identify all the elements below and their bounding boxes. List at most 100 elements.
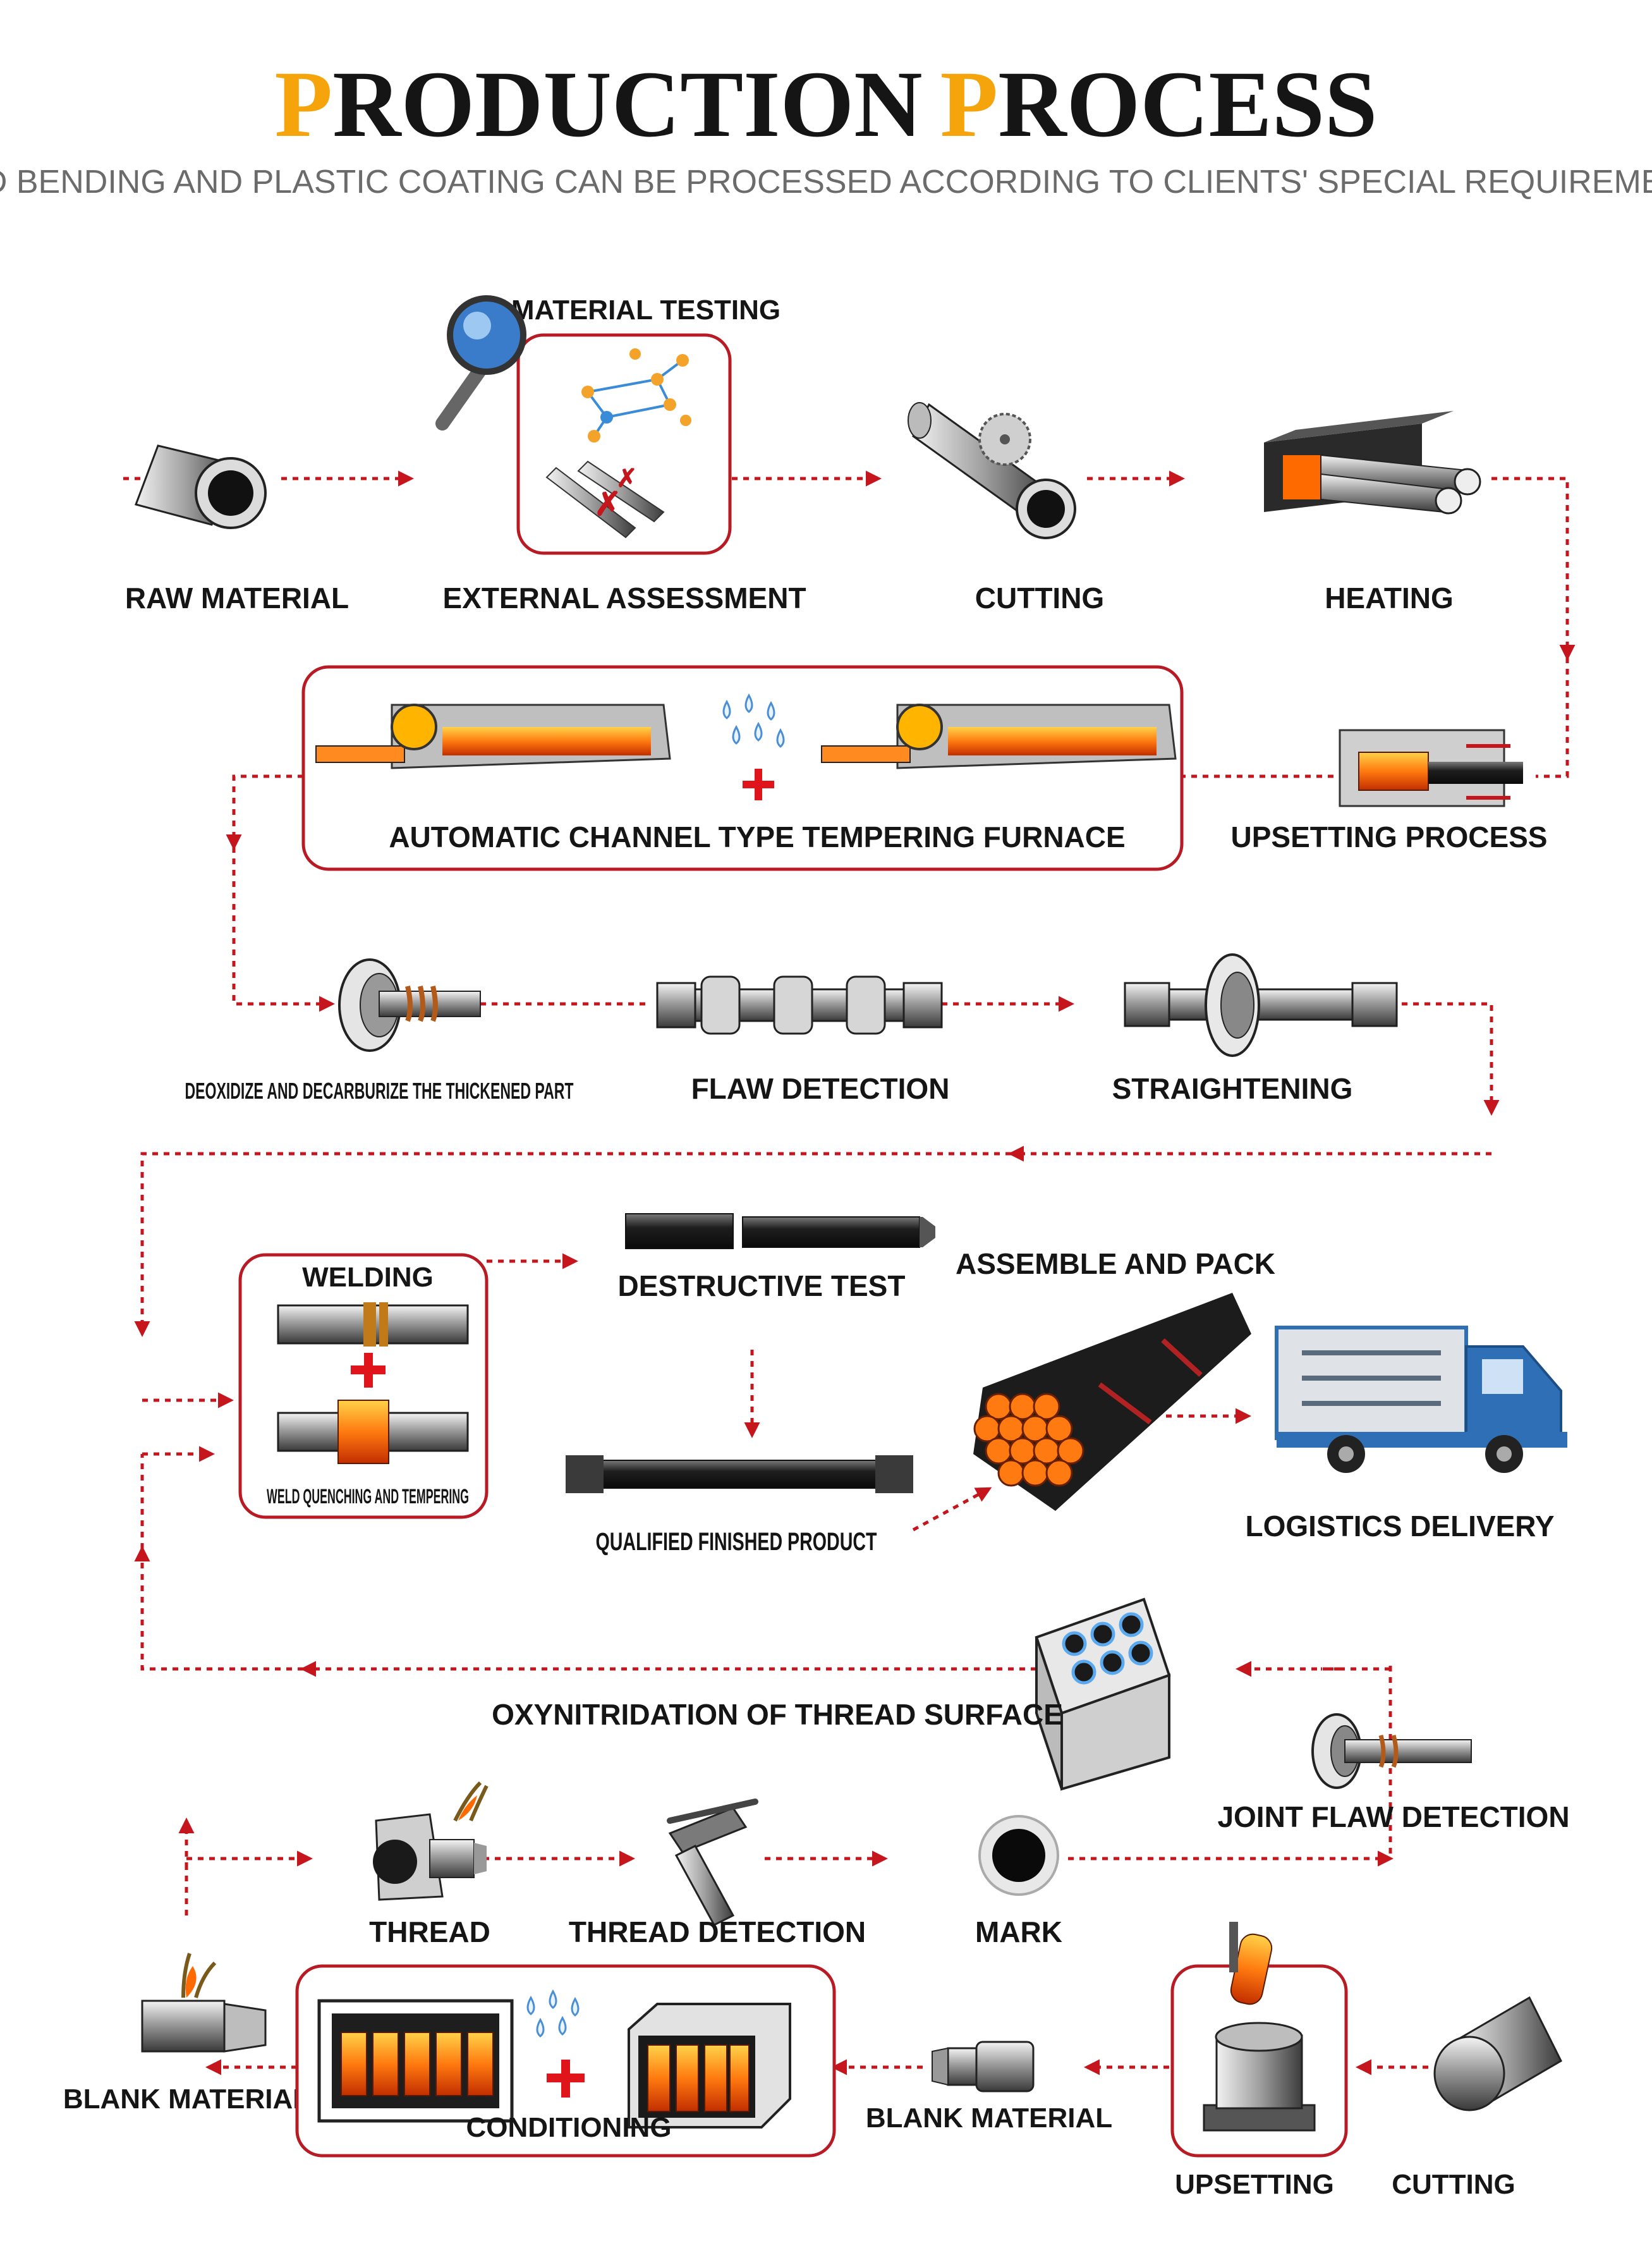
welding-box xyxy=(238,1253,489,1519)
blank-icon xyxy=(141,1953,267,2053)
step-label: STRAIGHTENING xyxy=(1112,1072,1353,1105)
step-conditioning: CONDITIONING xyxy=(295,1964,836,2158)
step-label: RAW MATERIAL xyxy=(125,582,349,614)
step-label: EXTERNAL ASSESSMENT xyxy=(442,582,806,614)
nitriding-tank-icon xyxy=(1035,1597,1171,1791)
step-external-assessment: MATERIAL TESTING ✗ ✗ EXTERNAL ASSESSMENT xyxy=(435,295,806,614)
step-thread: THREAD xyxy=(369,1781,490,1948)
step-label: AUTOMATIC CHANNEL TYPE TEMPERING FURNACE xyxy=(389,821,1125,853)
weld-joint-icon xyxy=(277,1400,469,1464)
plus-icon xyxy=(351,1353,386,1388)
title-word-1: RODUCTION xyxy=(332,52,922,157)
step-cutting-top: CUTTING xyxy=(908,402,1104,614)
flow-arrow xyxy=(912,1487,992,1532)
title-word-2: ROCESS xyxy=(998,52,1377,157)
drill-pipe-icon xyxy=(566,1455,913,1493)
cut-bar-icon: ✗ ✗ xyxy=(545,460,665,539)
flow-arrow xyxy=(185,1850,313,1915)
step-label: UPSETTING PROCESS xyxy=(1231,821,1548,853)
step-joint-flaw-detection: JOINT FLAW DETECTION xyxy=(1217,1713,1570,1833)
step-blank-material-left: BLANK MATERIAL xyxy=(63,1953,310,2115)
pipe-icon xyxy=(135,444,267,529)
quench-tank-icon xyxy=(628,2003,791,2129)
thread-cutter-icon xyxy=(373,1781,489,1901)
truck-icon xyxy=(1275,1326,1567,1473)
step-deoxidize: DEOXIDIZE AND DECARBURIZE THE THICKENED … xyxy=(185,958,574,1104)
step-label: BLANK MATERIAL xyxy=(866,2103,1112,2134)
flow-arrow xyxy=(232,847,335,1012)
title-initial-1: P xyxy=(275,52,333,157)
flow-arrow xyxy=(134,1152,1011,1337)
step-raw-material: RAW MATERIAL xyxy=(125,444,349,614)
step-welding: WELDING WELD QUENCHING AND TEMPERING xyxy=(238,1253,489,1519)
flow-line xyxy=(1536,657,1569,778)
plus-icon xyxy=(547,2060,585,2098)
step-upsetting-process: UPSETTING PROCESS xyxy=(1231,729,1548,853)
round-bar-icon xyxy=(1433,1996,1562,2111)
step-label: CUTTING xyxy=(1392,2169,1515,2200)
flow-arrow xyxy=(1390,1002,1500,1116)
svg-text:✗: ✗ xyxy=(594,486,622,523)
forge-press-icon xyxy=(1203,1922,1316,2132)
tempering-furnace-icon xyxy=(315,704,671,769)
step-label: THREAD DETECTION xyxy=(569,1915,866,1948)
induction-coil-icon xyxy=(338,958,481,1052)
title-initial-2: P xyxy=(940,52,999,157)
straightener-icon xyxy=(1124,953,1398,1057)
step-label: MATERIAL TESTING xyxy=(511,295,780,326)
flow-arrow xyxy=(226,774,303,850)
step-blank-material-mid: BLANK MATERIAL xyxy=(866,2041,1112,2134)
step-label: WELD QUENCHING AND TEMPERING xyxy=(267,1485,469,1508)
step-label: QUALIFIED FINISHED PRODUCT xyxy=(596,1528,877,1556)
flaw-detector-icon xyxy=(1311,1713,1472,1789)
heating-furnace-icon xyxy=(1264,411,1481,515)
step-label: FLAW DETECTION xyxy=(691,1072,950,1105)
step-upsetting: UPSETTING xyxy=(1170,1922,1348,2200)
drill-pipe-icon xyxy=(625,1213,935,1249)
water-drops-icon xyxy=(526,1989,580,2037)
step-label: THREAD xyxy=(369,1915,490,1948)
flow-arrow xyxy=(1491,477,1576,661)
thread-gauge-icon xyxy=(667,1799,758,1926)
heating-furnace-icon xyxy=(317,1999,514,2123)
flaw-detector-icon xyxy=(656,975,943,1035)
step-label: UPSETTING xyxy=(1175,2169,1334,2200)
step-label: LOGISTICS DELIVERY xyxy=(1245,1510,1554,1542)
step-label: OXYNITRIDATION OF THREAD SURFACE xyxy=(492,1698,1063,1731)
pipe-bundle-icon xyxy=(973,1293,1251,1511)
weld-joint-icon xyxy=(277,1302,469,1347)
plus-icon xyxy=(743,769,774,800)
molecule-icon xyxy=(581,348,691,443)
step-label: WELDING xyxy=(302,1262,434,1293)
blank-icon xyxy=(932,2041,1035,2092)
step-oxynitridation: OXYNITRIDATION OF THREAD SURFACE xyxy=(492,1597,1171,1791)
material-testing-box xyxy=(516,333,732,555)
step-cutting-bottom: CUTTING xyxy=(1392,1996,1562,2200)
step-destructive-test: DESTRUCTIVE TEST xyxy=(618,1213,935,1302)
step-label: DEOXIDIZE AND DECARBURIZE THE THICKENED … xyxy=(185,1078,574,1104)
step-label: JOINT FLAW DETECTION xyxy=(1217,1800,1569,1833)
step-tempering-furnace: AUTOMATIC CHANNEL TYPE TEMPERING FURNACE xyxy=(301,665,1184,871)
step-straightening: STRAIGHTENING xyxy=(1112,953,1398,1105)
step-label: CONDITIONING xyxy=(466,2112,671,2143)
upsetting-press-icon xyxy=(1339,729,1523,807)
svg-text:✗: ✗ xyxy=(616,465,638,492)
step-logistics: LOGISTICS DELIVERY xyxy=(1245,1326,1567,1542)
step-assemble-pack: ASSEMBLE AND PACK xyxy=(956,1247,1275,1511)
step-flaw-detection: FLAW DETECTION xyxy=(656,975,950,1105)
step-heating: HEATING xyxy=(1264,411,1481,614)
saw-pipe-icon xyxy=(908,402,1076,539)
mark-icon xyxy=(978,1815,1059,1896)
step-label: CUTTING xyxy=(975,582,1104,614)
flow-lines xyxy=(123,470,1576,2075)
step-label: DESTRUCTIVE TEST xyxy=(618,1269,906,1302)
flow-arrow xyxy=(134,1546,303,1671)
tempering-furnace-icon xyxy=(821,704,1177,769)
step-qualified-product: QUALIFIED FINISHED PRODUCT xyxy=(566,1455,913,1556)
step-thread-detection: THREAD DETECTION xyxy=(569,1799,866,1948)
water-drops-icon xyxy=(722,693,785,748)
step-label: MARK xyxy=(975,1915,1062,1948)
